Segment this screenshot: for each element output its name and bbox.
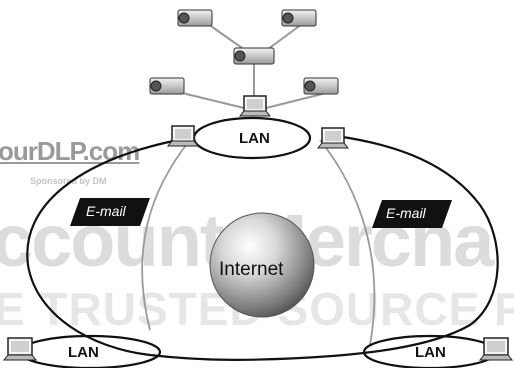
computer-icon [166,125,200,147]
projector-icon [281,9,317,27]
wan-loop-outer [26,134,499,361]
watermark-sponsor: Sponsored by DM [30,176,107,186]
email-tag-left [70,198,150,226]
lan-label-bottom-right: LAN [415,344,446,361]
lan-label-bottom-left: LAN [68,344,99,361]
projector-icon [303,77,339,95]
email-tag-right [372,200,452,228]
internet-label: Internet [219,259,284,280]
email-label-right: E-mail [386,205,426,221]
projector-icon [177,9,213,27]
computer-icon [478,337,514,361]
lan-label-top: LAN [239,130,270,147]
projector-icon [233,47,275,65]
projector-icon [149,77,185,95]
watermark-site: ourDLP.com [0,136,140,166]
computer-icon [316,127,350,149]
link-left-inner [141,139,191,331]
email-label-left: E-mail [86,203,126,219]
internet-globe-icon [209,212,315,318]
computer-icon [238,95,272,117]
link-right-inner [319,139,376,346]
computer-icon [2,337,38,361]
